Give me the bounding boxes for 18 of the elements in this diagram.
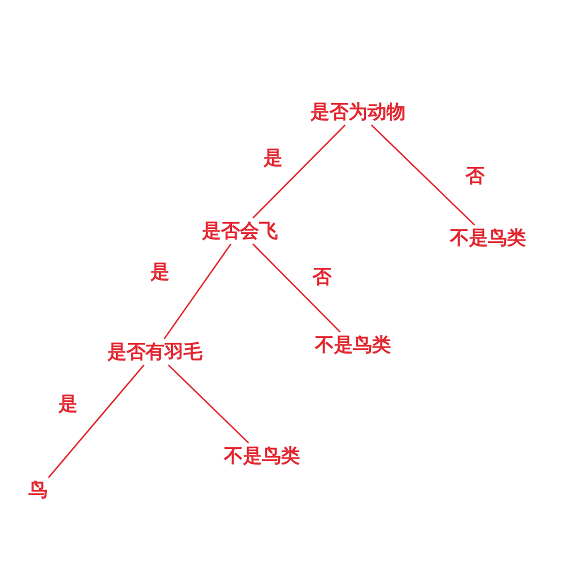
connector-line: [168, 364, 250, 444]
edge-label: 否: [466, 165, 484, 187]
node-label: 是否会飞: [202, 219, 278, 243]
node-label: 是否有羽毛: [108, 340, 202, 364]
node-label: 不是鸟类: [315, 333, 391, 357]
node-label: 不是鸟类: [224, 444, 300, 468]
node-label: 不是鸟类: [450, 226, 526, 250]
connector-line: [48, 364, 145, 478]
connector-line: [370, 124, 476, 226]
node-label: 鸟: [28, 478, 48, 502]
edge-label: 是: [58, 393, 78, 415]
edge-label: 是: [150, 261, 170, 283]
connector-line: [252, 124, 346, 219]
connector-line: [164, 244, 232, 340]
edge-label: 是: [264, 147, 282, 169]
node-label: 是否为动物: [310, 100, 406, 124]
edge-label: 否: [312, 266, 332, 288]
connector-line: [252, 243, 341, 333]
